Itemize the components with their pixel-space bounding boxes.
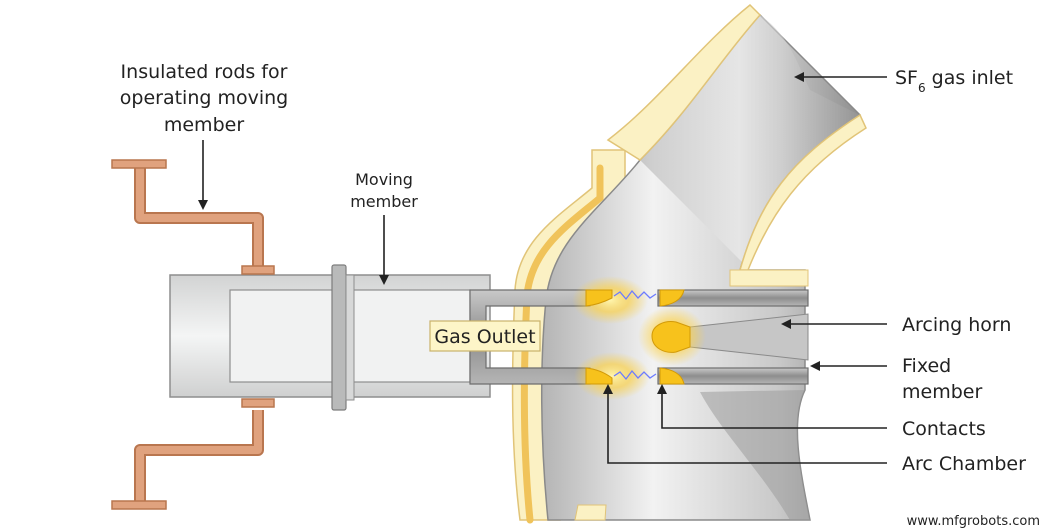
moving-member-label-line1: Moving bbox=[355, 170, 413, 189]
rod-collar-bottom bbox=[241, 398, 275, 408]
insulated-rods bbox=[134, 163, 264, 505]
fixed-member-label-line2: member bbox=[902, 381, 982, 403]
contacts-label: Contacts bbox=[902, 418, 986, 440]
rod-end-bottom bbox=[111, 500, 167, 510]
arc-chamber-body bbox=[511, 3, 867, 524]
arc-glow bbox=[572, 276, 706, 400]
gas-outlet-label: Gas Outlet bbox=[434, 326, 535, 348]
insulated-rods-label-line2: operating moving bbox=[120, 87, 288, 109]
annotation-arrows bbox=[198, 72, 887, 464]
moving-member-label-line2: member bbox=[350, 192, 418, 211]
rod-end-top bbox=[111, 159, 167, 169]
contacts bbox=[585, 289, 691, 385]
fixed-member-rods bbox=[657, 289, 809, 385]
fixed-member-label-line1: Fixed bbox=[902, 355, 951, 377]
sf6-gas-inlet-label: SF6 gas inlet bbox=[895, 67, 1013, 95]
arc-chamber-label: Arc Chamber bbox=[902, 453, 1026, 475]
insulated-rods-label-line1: Insulated rods for bbox=[121, 61, 288, 83]
arc-sparks bbox=[613, 289, 657, 381]
gas-outlet-box bbox=[429, 320, 541, 352]
rod-collar-top bbox=[241, 265, 275, 275]
insulated-rods-label-line3: member bbox=[164, 114, 244, 136]
arcing-horn-label: Arcing horn bbox=[902, 314, 1011, 336]
watermark: www.mfgrobots.com bbox=[907, 514, 1040, 529]
